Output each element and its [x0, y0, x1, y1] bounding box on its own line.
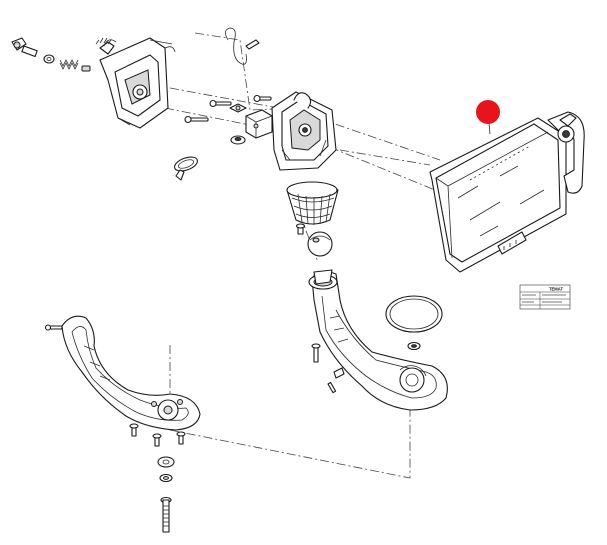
left-feet-screws [129, 423, 186, 447]
callout-marker [476, 100, 500, 135]
long-bolt [160, 496, 172, 533]
nut-cap [230, 135, 246, 145]
title-block-brand: TEMAT [549, 287, 564, 292]
wire-clip [225, 27, 260, 65]
stand-screw-1 [311, 343, 321, 363]
screw-2 [184, 115, 209, 124]
bottom-nut [159, 473, 173, 483]
lattice-basket [286, 181, 339, 225]
title-block: TEMAT [519, 284, 571, 310]
ball-joint [307, 231, 333, 257]
knob-screw [11, 37, 38, 57]
small-washer [407, 341, 421, 351]
panel-handle [547, 111, 585, 194]
stand-arm-left [61, 315, 201, 431]
bracket-assembly [95, 37, 176, 129]
red-marker-dot [476, 100, 500, 124]
gasket-ring [385, 295, 443, 333]
connector-box [245, 109, 273, 139]
cable-tie [173, 156, 199, 181]
small-screw [295, 223, 306, 235]
washer [43, 54, 55, 64]
screw-1 [209, 99, 232, 108]
stand-arm-right [308, 269, 448, 411]
stand-screw-2 [327, 367, 345, 394]
left-small-screw [44, 324, 63, 331]
pin [81, 65, 91, 72]
floodlight-panel [429, 117, 567, 273]
spring [59, 59, 79, 70]
wing-nut [229, 103, 247, 113]
bottom-washer [157, 456, 175, 468]
lamp-housing [271, 91, 337, 171]
screw-3 [253, 94, 272, 103]
